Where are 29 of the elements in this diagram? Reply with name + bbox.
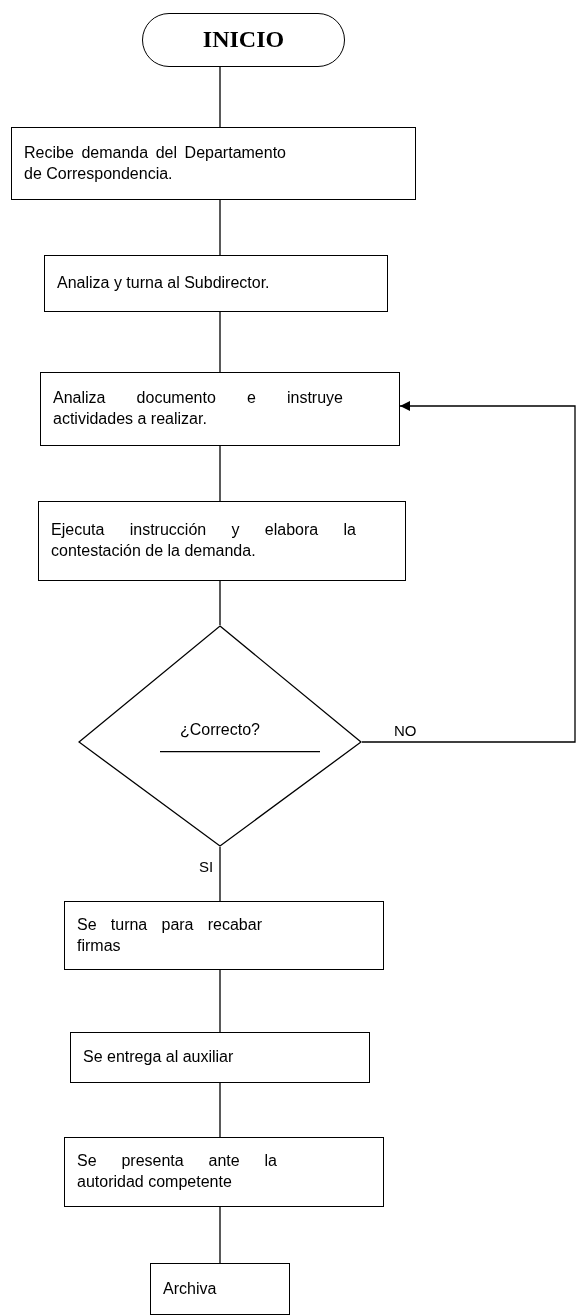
connector-line (219, 445, 221, 502)
process-box (70, 1032, 370, 1083)
step-text: Analiza y turna al Subdirector. (57, 273, 271, 294)
process-box (150, 1263, 290, 1315)
start-terminator (142, 13, 345, 67)
process-box (40, 372, 400, 446)
connector-line (219, 969, 221, 1033)
step-text: Analiza documento e instruye actividades a realizar. (53, 388, 343, 429)
connector-line (219, 1206, 221, 1264)
connector-line (219, 311, 221, 373)
connector-line (219, 1082, 221, 1138)
process-box (44, 255, 388, 312)
step-text: Ejecuta instrucción y elabora la contestación de la demanda. (51, 520, 356, 561)
process-box (64, 901, 384, 970)
process-box (38, 501, 406, 581)
step-text: Archiva (163, 1278, 218, 1299)
step-text: ¿Correcto? (180, 719, 260, 740)
connector-line (219, 199, 221, 256)
step-text: Se presenta ante la autoridad competente (77, 1151, 277, 1192)
process-box (11, 127, 416, 200)
step-text: Se turna para recabar firmas (77, 914, 262, 956)
process-box (64, 1137, 384, 1207)
arrow (361, 401, 576, 743)
step-text: Se entrega al auxiliar (83, 1047, 235, 1068)
connector-line (219, 846, 221, 902)
connector-line (219, 66, 221, 128)
terminator-label: INICIO (202, 25, 285, 55)
step-text: Recibe demanda del Departamento de Correspondencia. (24, 142, 286, 184)
connector-line (219, 580, 221, 626)
